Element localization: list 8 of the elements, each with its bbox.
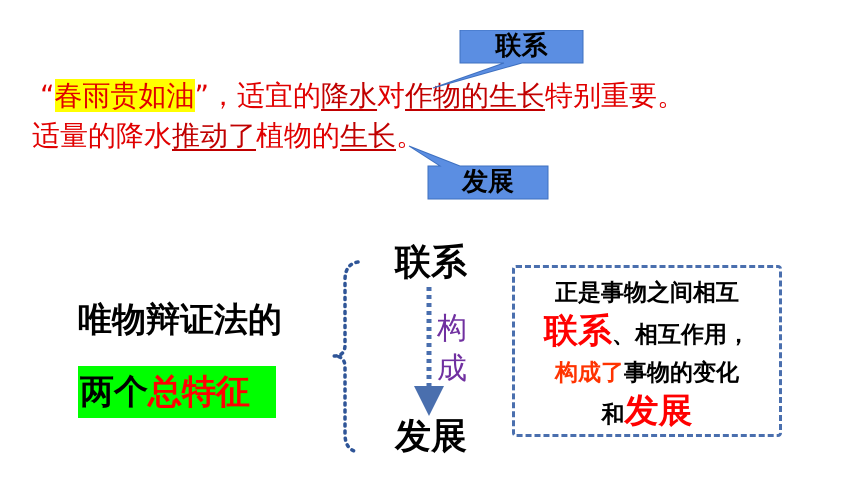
- arrow: [414, 287, 444, 416]
- term: 发展: [386, 415, 476, 459]
- heading: 唯物辩证法的: [78, 299, 282, 342]
- sentence: 适量的降水推动了植物的生长。: [32, 118, 424, 154]
- highlight-box: 两个总特征: [78, 366, 276, 418]
- edge-label: 构成: [437, 310, 468, 388]
- note-box: 正是事物之间相互 联系、相互作用， 构成了事物的变化 和发展: [512, 265, 782, 437]
- term: 联系: [386, 241, 476, 285]
